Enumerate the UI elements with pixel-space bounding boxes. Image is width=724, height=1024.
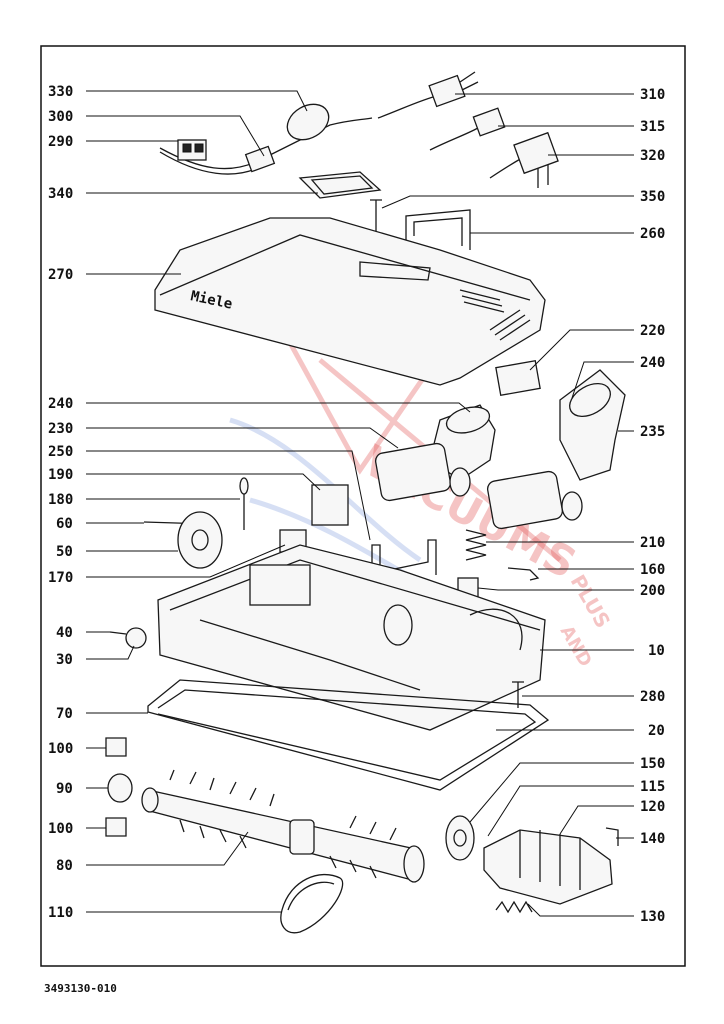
brush-roller [141, 769, 425, 883]
bumper-strip [147, 679, 550, 791]
spring-130 [495, 900, 533, 914]
callout-60: 60 [56, 516, 73, 532]
callout-120: 120 [640, 799, 665, 815]
callout-240-right: 240 [640, 355, 665, 371]
callout-80: 80 [56, 858, 73, 874]
callout-330: 330 [48, 84, 73, 100]
callout-30: 30 [56, 652, 73, 668]
bracket [405, 209, 471, 250]
bracket-small [371, 539, 437, 580]
callout-270: 270 [48, 267, 73, 283]
callout-190: 190 [48, 467, 73, 483]
callout-100-bottom: 100 [48, 821, 73, 837]
callout-260: 260 [640, 226, 665, 242]
brush-housing-left [374, 404, 496, 502]
leader-lines [86, 90, 634, 917]
cable-holder [298, 171, 382, 199]
callout-315: 315 [640, 119, 665, 135]
callout-90: 90 [56, 781, 73, 797]
callout-240-left: 240 [48, 396, 73, 412]
callout-235: 235 [640, 424, 665, 440]
watermark-text-3: AND [556, 622, 596, 671]
callout-290: 290 [48, 134, 73, 150]
callouts-right: 310 315 320 350 260 220 240 235 210 160 … [640, 87, 665, 925]
callout-230: 230 [48, 421, 73, 437]
callout-150: 150 [640, 756, 665, 772]
callout-110: 110 [48, 905, 73, 921]
callout-180: 180 [48, 492, 73, 508]
callout-170: 170 [48, 570, 73, 586]
top-cover: Miele [154, 217, 546, 386]
callout-220: 220 [640, 323, 665, 339]
motor-assembly [445, 815, 619, 914]
power-cord-assembly [159, 71, 559, 188]
footer-code: 3493130-010 [44, 982, 117, 995]
callout-130: 130 [640, 909, 665, 925]
callout-320: 320 [640, 148, 665, 164]
callout-340: 340 [48, 186, 73, 202]
callout-350: 350 [640, 189, 665, 205]
base-housing [157, 544, 546, 731]
callout-210: 210 [640, 535, 665, 551]
callout-100-top: 100 [48, 741, 73, 757]
callouts-left: 330 300 290 340 270 240 230 250 190 180 … [48, 84, 73, 921]
switch [495, 359, 541, 397]
brush-housing-right [486, 369, 626, 530]
callout-10: 10 [648, 643, 665, 659]
callout-140: 140 [640, 831, 665, 847]
callout-200: 200 [640, 583, 665, 599]
callout-50: 50 [56, 544, 73, 560]
callout-40: 40 [56, 625, 73, 641]
screw [370, 199, 382, 234]
callout-160: 160 [640, 562, 665, 578]
callout-115: 115 [640, 779, 665, 795]
clip [507, 567, 540, 581]
spring [465, 529, 487, 561]
callout-20: 20 [648, 723, 665, 739]
bearing-parts [105, 737, 133, 837]
drive-belt [280, 873, 344, 934]
callout-250: 250 [48, 444, 73, 460]
callout-300: 300 [48, 109, 73, 125]
callout-70: 70 [56, 706, 73, 722]
callout-280: 280 [640, 689, 665, 705]
callout-310: 310 [640, 87, 665, 103]
diagram-frame [40, 45, 686, 967]
